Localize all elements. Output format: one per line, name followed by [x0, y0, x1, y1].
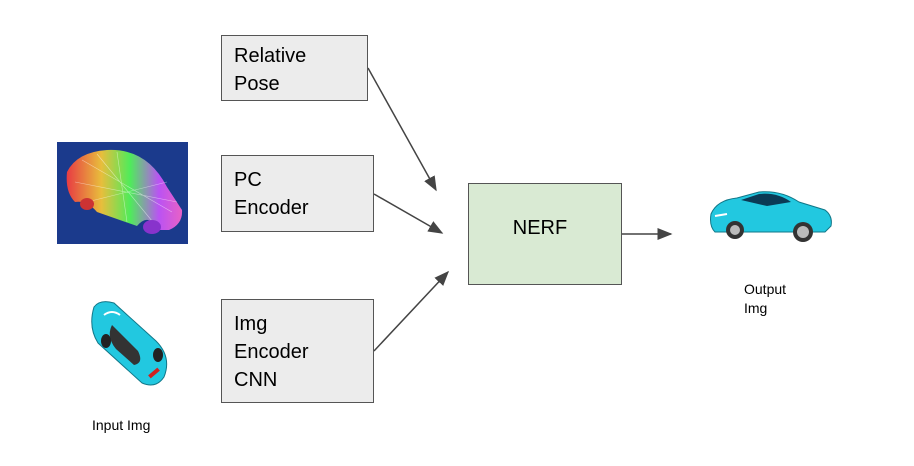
output-image-caption: Output Img: [744, 280, 786, 318]
pc-encoder-box: PC Encoder: [221, 155, 374, 232]
car-top-view-image: [91, 301, 168, 386]
pointcloud-image: [57, 142, 188, 244]
arrow-img-to-nerf: [373, 270, 450, 352]
relative-pose-label-line2: Pose: [234, 73, 280, 95]
img-encoder-label-line2: Encoder: [234, 341, 309, 363]
relative-pose-box: Relative Pose: [221, 35, 368, 101]
pc-encoder-label-line2: Encoder: [234, 197, 309, 219]
output-caption-line2: Img: [744, 300, 768, 316]
arrow-pc-to-nerf: [373, 193, 444, 234]
pc-encoder-label-line1: PC: [234, 169, 262, 191]
input-image-caption: Input Img: [92, 416, 150, 435]
output-caption-line1: Output: [744, 281, 787, 297]
img-encoder-label-line3: CNN: [234, 369, 278, 391]
relative-pose-label-line1: Relative: [234, 45, 307, 67]
input-caption-text: Input Img: [92, 417, 151, 433]
arrow-pose-to-nerf: [367, 67, 437, 192]
nerf-label: NERF: [512, 217, 568, 239]
img-encoder-label-line1: Img: [234, 313, 268, 335]
nerf-box: NERF: [468, 183, 622, 285]
img-encoder-box: Img Encoder CNN: [221, 299, 374, 403]
car-side-view-image: [710, 191, 832, 242]
